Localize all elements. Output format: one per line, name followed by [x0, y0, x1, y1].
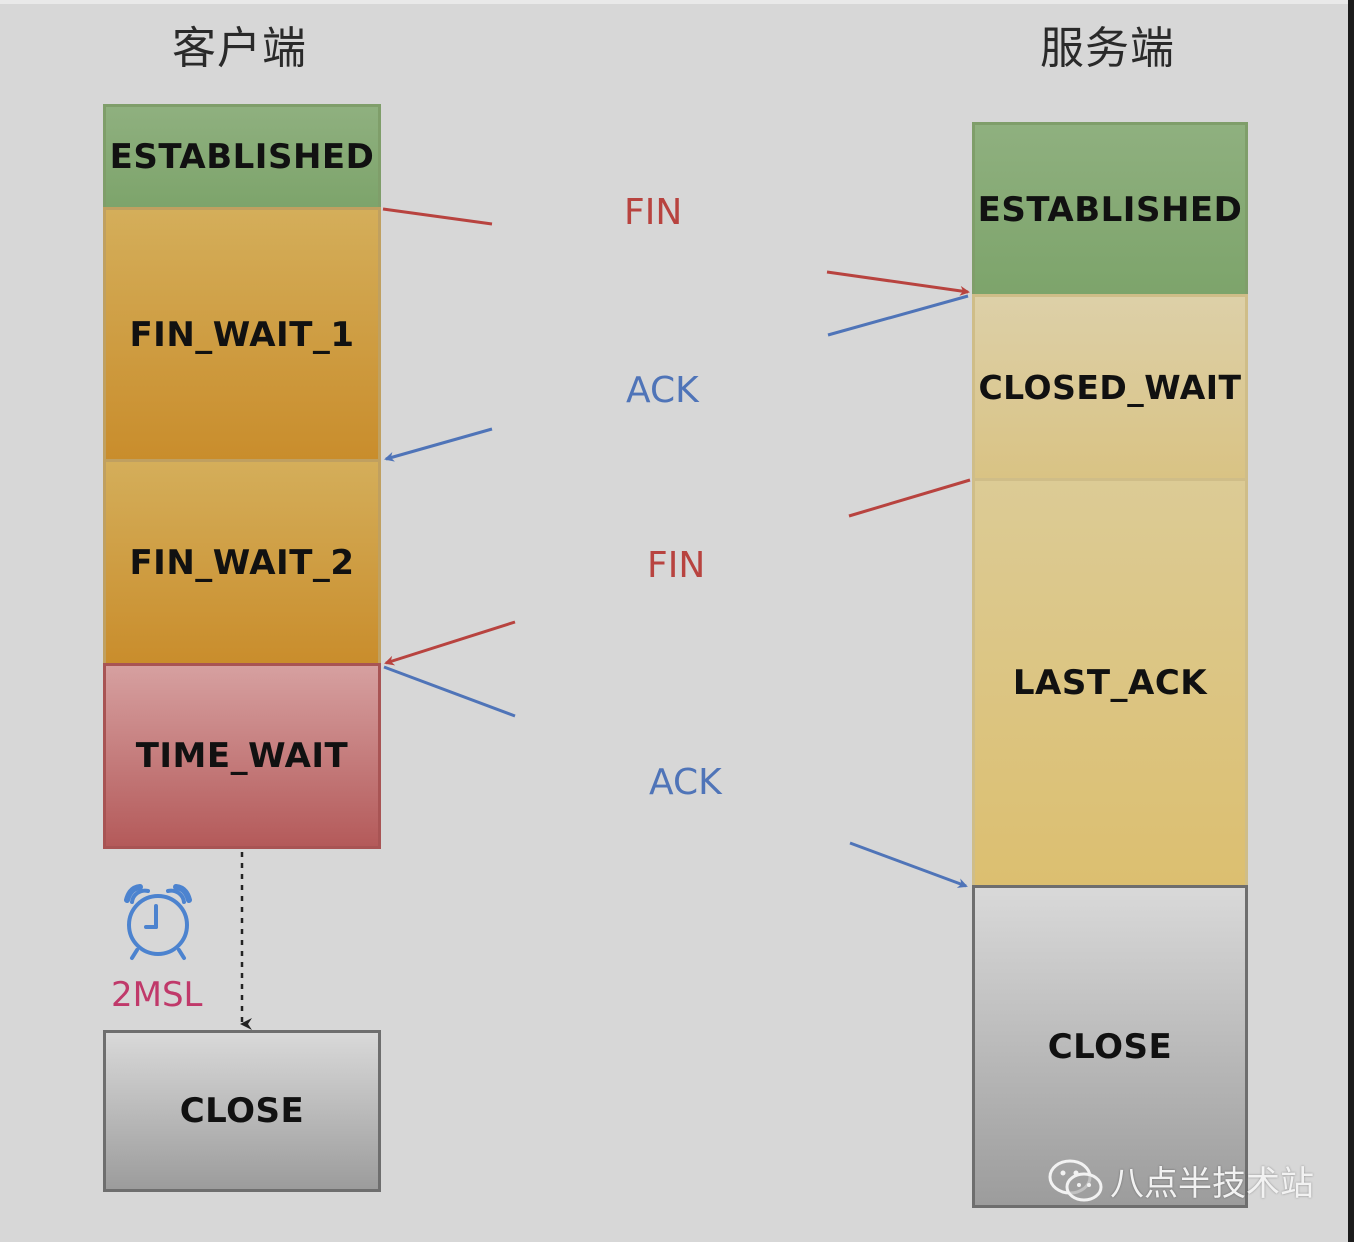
server-heading: 服务端 [1040, 23, 1175, 74]
fin-1-start-segment [382, 207, 493, 226]
server-state-close: CLOSE [972, 885, 1248, 1208]
client-state-time-wait: TIME_WAIT [103, 663, 381, 849]
fin-2-start-segment [848, 478, 971, 518]
watermark-text: 八点半技术站 [1110, 1164, 1314, 1204]
timer-label-2msl: 2MSL [111, 975, 203, 1015]
server-state-established: ESTABLISHED [972, 122, 1248, 297]
client-state-close: CLOSE [103, 1030, 381, 1192]
message-label-fin-2: FIN [647, 545, 706, 586]
watermark: 八点半技术站 [1048, 1156, 1314, 1205]
client-state-fin-wait-1: FIN_WAIT_1 [103, 207, 381, 462]
client-state-fin-wait-2: FIN_WAIT_2 [103, 459, 381, 666]
ack-1-start-segment [827, 294, 969, 337]
ack-1-end-arrow [384, 427, 493, 462]
message-label-fin-1: FIN [624, 192, 683, 233]
alarm-clock-icon [124, 884, 192, 960]
ack-2-end-arrow [849, 841, 968, 888]
frame-right-edge [1348, 0, 1354, 1242]
fin-1-end-arrow [826, 270, 970, 296]
wechat-icon [1048, 1159, 1103, 1201]
ack-2-start-segment [383, 665, 516, 718]
fin-2-end-arrow [384, 620, 516, 666]
message-label-ack-1: ACK [626, 370, 699, 411]
client-state-established: ESTABLISHED [103, 104, 381, 210]
server-state-closed-wait: CLOSED_WAIT [972, 294, 1248, 481]
client-heading: 客户端 [172, 23, 307, 74]
server-state-last-ack: LAST_ACK [972, 478, 1248, 888]
message-label-ack-2: ACK [649, 762, 722, 803]
frame-top-edge [0, 0, 1354, 4]
